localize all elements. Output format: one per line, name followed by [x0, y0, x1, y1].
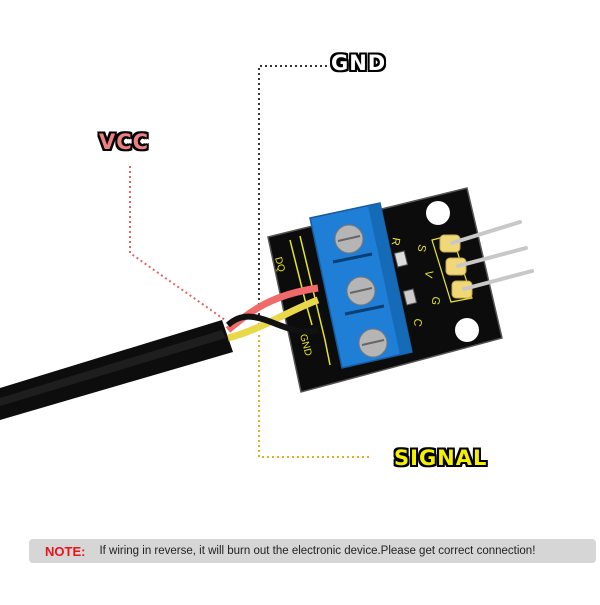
silk-r: R [389, 236, 402, 246]
silk-dq: DQ [272, 256, 287, 274]
wire-yellow [227, 296, 320, 342]
screw-terminal [309, 202, 413, 369]
vcc-leader-line [129, 166, 226, 321]
smd-resistor [393, 250, 409, 268]
gnd-leader-line [258, 65, 327, 325]
signal-leader-line [258, 335, 372, 458]
vcc-callout-label: VCC [99, 130, 150, 154]
silk-v: V [422, 269, 435, 279]
warning-note: NOTE: If wiring in reverse, it will burn… [29, 539, 596, 563]
mount-hole-bottom [455, 318, 479, 342]
pin-s [450, 220, 522, 245]
pin-v [456, 246, 528, 268]
silk-g: G [429, 295, 442, 306]
cable [0, 284, 320, 420]
gnd-callout-label: GND [331, 51, 387, 75]
wire-red [225, 284, 319, 333]
mount-hole-top [426, 201, 450, 225]
silk-c: C [411, 317, 424, 327]
signal-callout-label: SIGNAL [394, 446, 488, 470]
pin-g [462, 269, 534, 291]
note-text: If wiring in reverse, it will burn out t… [99, 545, 536, 557]
wire-black [225, 313, 319, 335]
smd-capacitor [402, 288, 418, 306]
note-label: NOTE: [45, 543, 86, 559]
silk-s: S [415, 243, 428, 252]
pin-header [439, 220, 534, 299]
